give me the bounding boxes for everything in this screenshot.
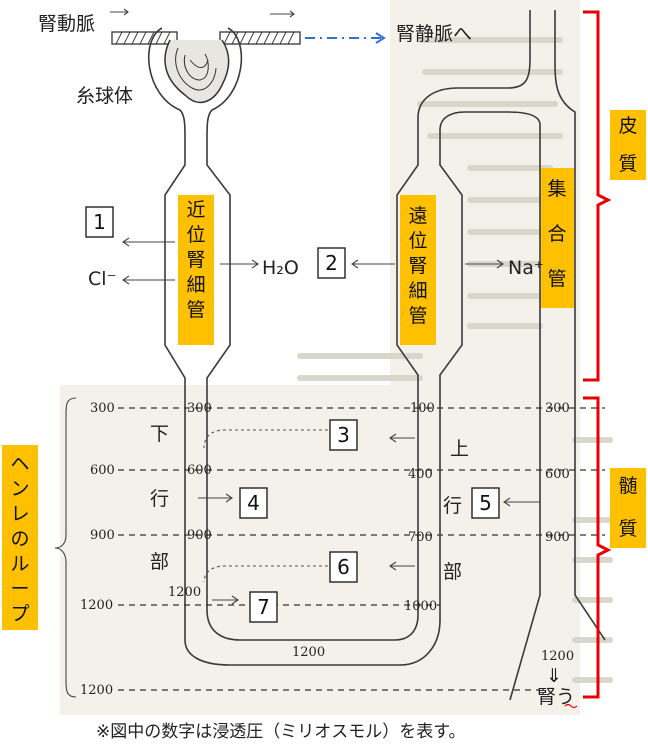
- answer-box-6: 6: [330, 552, 357, 582]
- svg-text:合: 合: [547, 223, 566, 245]
- ascending-limb-char-2: 行: [443, 495, 462, 517]
- svg-text:900: 900: [545, 530, 570, 545]
- svg-text:1200: 1200: [168, 585, 201, 600]
- renal-vein-arrow: [305, 33, 384, 43]
- svg-text:細: 細: [408, 280, 427, 302]
- loop-of-henle-label: ヘ ン レ の ル ー プ: [10, 453, 29, 625]
- svg-text:腎: 腎: [408, 255, 427, 277]
- svg-text:プ: プ: [10, 603, 29, 625]
- descending-limb-char-2: 行: [150, 488, 169, 510]
- svg-text:ヘ: ヘ: [10, 453, 29, 475]
- svg-text:集: 集: [547, 178, 566, 200]
- svg-text:管: 管: [186, 299, 205, 321]
- svg-text:レ: レ: [10, 503, 29, 525]
- svg-text:腎: 腎: [186, 249, 205, 271]
- water-label: H₂O: [262, 257, 299, 279]
- svg-text:ー: ー: [10, 578, 29, 600]
- loop-bottom-osmolarity: 1200: [292, 645, 325, 660]
- svg-text:髄: 髄: [618, 475, 637, 497]
- answer-box-3: 3: [330, 420, 357, 450]
- svg-text:900: 900: [187, 528, 212, 543]
- cortex-bracket: [583, 12, 608, 380]
- svg-text:1000: 1000: [404, 599, 437, 614]
- answer-box-2: 2: [318, 248, 345, 278]
- svg-text:ル: ル: [10, 553, 29, 575]
- svg-text:600: 600: [187, 463, 212, 478]
- svg-text:位: 位: [186, 224, 205, 246]
- svg-text:質: 質: [618, 518, 637, 540]
- svg-text:900: 900: [90, 528, 115, 543]
- flow-arrow-top: [110, 9, 294, 17]
- svg-text:7: 7: [257, 595, 270, 619]
- sodium-label: Na⁺: [508, 257, 544, 279]
- proximal-tubule-label: 近 位 腎 細 管: [186, 199, 205, 321]
- down-arrow-glyph: ⇓: [546, 665, 562, 687]
- svg-text:3: 3: [337, 423, 350, 447]
- svg-text:遠: 遠: [408, 205, 427, 227]
- svg-text:管: 管: [547, 268, 566, 290]
- svg-text:ン: ン: [10, 478, 29, 500]
- glomerulus-tuft: [165, 40, 229, 102]
- svg-text:300: 300: [545, 401, 570, 416]
- svg-text:300: 300: [90, 401, 115, 416]
- svg-text:1200: 1200: [80, 683, 113, 698]
- svg-text:管: 管: [408, 305, 427, 327]
- svg-text:100: 100: [410, 401, 435, 416]
- chloride-label: Cl⁻: [88, 268, 117, 290]
- svg-text:700: 700: [408, 530, 433, 545]
- svg-text:6: 6: [337, 555, 350, 579]
- ascending-limb-char-3: 部: [443, 561, 462, 583]
- svg-text:300: 300: [187, 401, 212, 416]
- renal-artery-label: 腎動脈: [38, 13, 95, 35]
- svg-text:600: 600: [90, 463, 115, 478]
- descending-limb-char-1: 下: [150, 423, 169, 445]
- svg-text:2: 2: [325, 251, 338, 275]
- distal-tubule-label: 遠 位 腎 細 管: [408, 205, 427, 327]
- answer-box-7: 7: [250, 592, 277, 622]
- ascending-limb-char-1: 上: [450, 438, 469, 460]
- svg-text:1: 1: [93, 210, 106, 234]
- svg-text:4: 4: [247, 491, 260, 515]
- footnote: ※図中の数字は浸透圧（ミリオスモル）を表す。: [96, 722, 466, 742]
- descending-limb-char-3: 部: [150, 551, 169, 573]
- svg-text:5: 5: [479, 491, 492, 515]
- svg-text:600: 600: [545, 467, 570, 482]
- svg-text:位: 位: [408, 230, 427, 252]
- answer-box-5: 5: [472, 488, 499, 518]
- answer-box-1: 1: [86, 207, 113, 237]
- svg-text:1200: 1200: [80, 598, 113, 613]
- glomerulus-label: 糸球体: [76, 85, 133, 107]
- svg-text:400: 400: [408, 467, 433, 482]
- svg-text:質: 質: [618, 153, 637, 175]
- svg-text:近: 近: [186, 199, 205, 221]
- collecting-duct-label: 集 合 管: [547, 178, 566, 290]
- renal-vein-label: 腎静脈へ: [396, 23, 472, 45]
- svg-text:細: 細: [186, 274, 205, 296]
- answer-box-4: 4: [240, 488, 267, 518]
- svg-text:皮: 皮: [618, 115, 637, 137]
- collecting-bottom-osmolarity: 1200: [541, 649, 574, 664]
- svg-text:の: の: [10, 528, 29, 550]
